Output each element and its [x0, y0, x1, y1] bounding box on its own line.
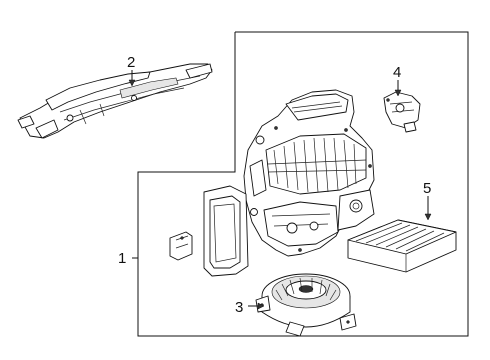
cabin-air-filter-icon: [347, 219, 457, 273]
duct-outlet-icon: [203, 185, 249, 277]
callout-3: 3: [235, 299, 243, 316]
blower-motor-fan-icon: [255, 273, 357, 337]
assembly-boundary: [137, 31, 469, 337]
air-duct-icon: [17, 63, 213, 139]
actuator-motor-icon: [383, 91, 421, 133]
hvac-housing-assembly-icon: [243, 89, 375, 257]
callout-2: 2: [127, 54, 135, 71]
callout-1: 1: [118, 250, 126, 267]
callout-5: 5: [423, 180, 431, 197]
callout-4: 4: [393, 64, 401, 81]
bracket-clip-icon: [169, 231, 193, 261]
